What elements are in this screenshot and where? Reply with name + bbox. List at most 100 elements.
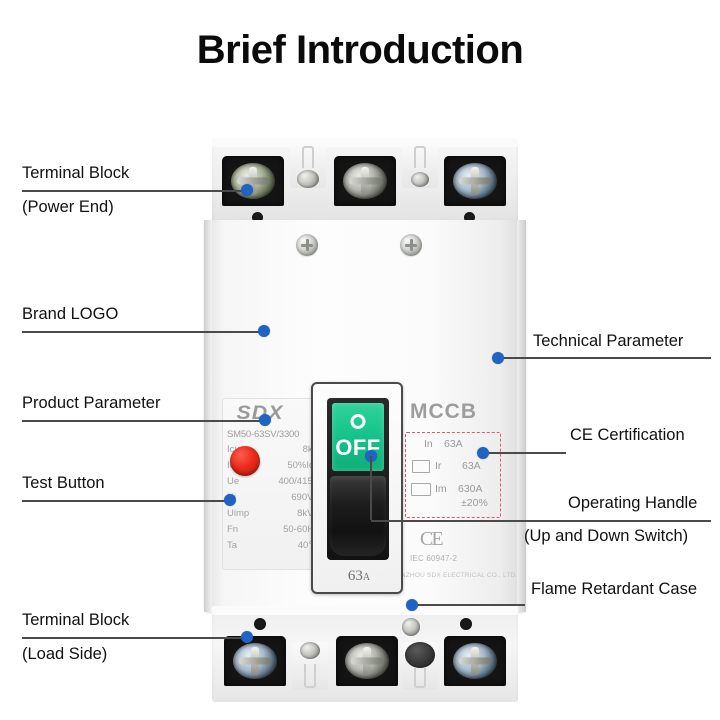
spec-key: Ue: [227, 476, 240, 487]
shroud-lip-top: [212, 138, 518, 147]
rating-unit: A: [362, 572, 371, 583]
callout-product-parameter-label: Product Parameter: [22, 394, 161, 412]
callout-dot-ce-certification: [477, 447, 489, 459]
terminal-metal-lug: [233, 643, 277, 679]
handle-toggle[interactable]: [330, 476, 386, 556]
tech-im-label: Im: [435, 483, 447, 495]
callout-dot-technical-parameter: [492, 352, 504, 364]
spec-key: Ta: [227, 540, 238, 551]
callout-operating-handle-line2: (Up and Down Switch): [524, 527, 689, 545]
terminal-metal-lug: [343, 163, 387, 199]
callout-test-button-label: Test Button: [22, 474, 105, 492]
spec-key: Fn: [227, 524, 239, 535]
callout-brand-logo-label: Brand LOGO: [22, 305, 119, 323]
callout-leader-technical-parameter: [497, 357, 711, 359]
terminal-metal-lug: [453, 163, 497, 199]
product-parameter-plate: SDX SM50-63SV/3300 Icu 8kA Ics 50%Icu Ue…: [222, 398, 324, 570]
tech-in-value: 63A: [444, 438, 463, 450]
flame-retardant-case: SDX SM50-63SV/3300 Icu 8kA Ics 50%Icu Ue…: [204, 220, 526, 612]
terminal-metal-lug: [345, 643, 389, 679]
terminal-metal-lug: [453, 643, 497, 679]
spec-value: 400/415V: [278, 476, 319, 487]
mccb-marking: MCCB: [410, 400, 477, 423]
callout-leader-product-parameter: [22, 420, 265, 422]
thermal-trip-icon: [412, 460, 430, 473]
magnetic-trip-icon: [411, 483, 431, 496]
post-rivet: [411, 172, 429, 187]
spec-value: 50-60Hz: [283, 524, 319, 535]
terminal-post-divider-2: [402, 144, 438, 188]
callout-leader-operating-handle: [371, 520, 711, 522]
standard-marking: IEC 60947-2: [410, 554, 458, 563]
handle-off-indicator: OFF: [332, 403, 384, 471]
terminal-post-divider-3: [292, 642, 328, 690]
handle-recess: OFF: [327, 398, 389, 560]
post-rivet: [297, 170, 319, 188]
body-rivet-right: [464, 212, 475, 223]
callout-leader-terminal-load: [22, 637, 247, 639]
face-screw-right: [400, 234, 422, 256]
callout-leader-operating-handle-vertical: [370, 456, 372, 520]
callout-operating-handle-line1: Operating Handle: [568, 494, 698, 512]
terminal-post-divider-1: [290, 144, 326, 188]
face-screw-left: [296, 234, 318, 256]
spec-value: 8kV~: [297, 508, 319, 519]
terminal-well-load-2: [336, 636, 398, 686]
post-rivet: [300, 642, 320, 659]
terminal-well-load-1: [224, 636, 286, 686]
terminal-well-power-2: [334, 156, 396, 206]
terminal-block-load-side: [212, 606, 518, 702]
callout-technical-parameter-label: Technical Parameter: [533, 332, 684, 350]
callout-leader-test-button: [22, 500, 230, 502]
callout-dot-terminal-load: [241, 631, 253, 643]
callout-leader-ce-certification: [483, 452, 566, 454]
callout-dot-brand-logo: [258, 325, 270, 337]
callout-terminal-block-power-end-line1: Terminal Block: [22, 164, 130, 182]
terminal-metal-lug: [231, 163, 275, 199]
callout-flame-retardant-case-label: Flame Retardant Case: [531, 580, 697, 598]
post-slot: [414, 146, 426, 168]
shroud-lip-bottom: [212, 606, 518, 615]
rating-number: 63: [347, 568, 363, 584]
terminal-well-power-3: [444, 156, 506, 206]
page-title: Brief Introduction: [196, 28, 524, 72]
post-rivet: [405, 642, 435, 668]
flame-retardant-case-rivet: [402, 618, 420, 636]
handle-current-rating: 63A: [313, 568, 405, 585]
callout-terminal-block-power-end-line2: (Power End): [22, 198, 114, 216]
terminal-post-divider-4: [402, 642, 438, 690]
operating-handle-module[interactable]: OFF 63A: [311, 382, 403, 594]
tech-in-label: In: [424, 438, 433, 450]
post-slot: [302, 146, 314, 168]
callout-dot-product-parameter: [259, 414, 271, 426]
callout-leader-terminal-power: [22, 190, 247, 192]
callout-terminal-block-load-side-line1: Terminal Block: [22, 611, 130, 629]
mccb-device-illustration: SDX SM50-63SV/3300 Icu 8kA Ics 50%Icu Ue…: [204, 136, 526, 706]
power-off-circle-icon: [350, 414, 366, 429]
body-rivet-left: [252, 212, 263, 223]
tech-ir-label: Ir: [435, 460, 442, 472]
spec-value: 50%Icu: [287, 460, 319, 471]
ce-certification-mark: CE: [420, 528, 444, 550]
callout-dot-flame-retardant-case: [406, 599, 418, 611]
technical-parameter-box: In 63A Ir 63A Im 630A ±20%: [405, 432, 501, 518]
callout-terminal-block-load-side-line2: (Load Side): [22, 645, 108, 663]
body-rivet-left-bottom: [254, 618, 266, 630]
callout-dot-terminal-power: [241, 184, 253, 196]
spec-value: 690V~: [291, 492, 319, 503]
spec-value: 40℃: [297, 540, 319, 551]
callout-leader-brand-logo: [22, 331, 264, 333]
manufacturer-name: WENZHOU SDX ELECTRICAL CO., LTD.: [390, 572, 518, 579]
tech-ir-value: 63A: [462, 460, 481, 472]
test-button[interactable]: [230, 446, 260, 476]
post-slot: [304, 664, 316, 688]
terminal-well-load-3: [444, 636, 506, 686]
tech-im-value: 630A: [458, 483, 483, 495]
terminal-block-power-end: [212, 138, 518, 224]
callout-ce-certification-label: CE Certification: [570, 426, 685, 444]
spec-key: Uimp: [227, 508, 250, 519]
model-number: SM50-63SV/3300: [227, 429, 300, 440]
post-slot: [414, 668, 426, 688]
terminal-well-power-1: [222, 156, 284, 206]
